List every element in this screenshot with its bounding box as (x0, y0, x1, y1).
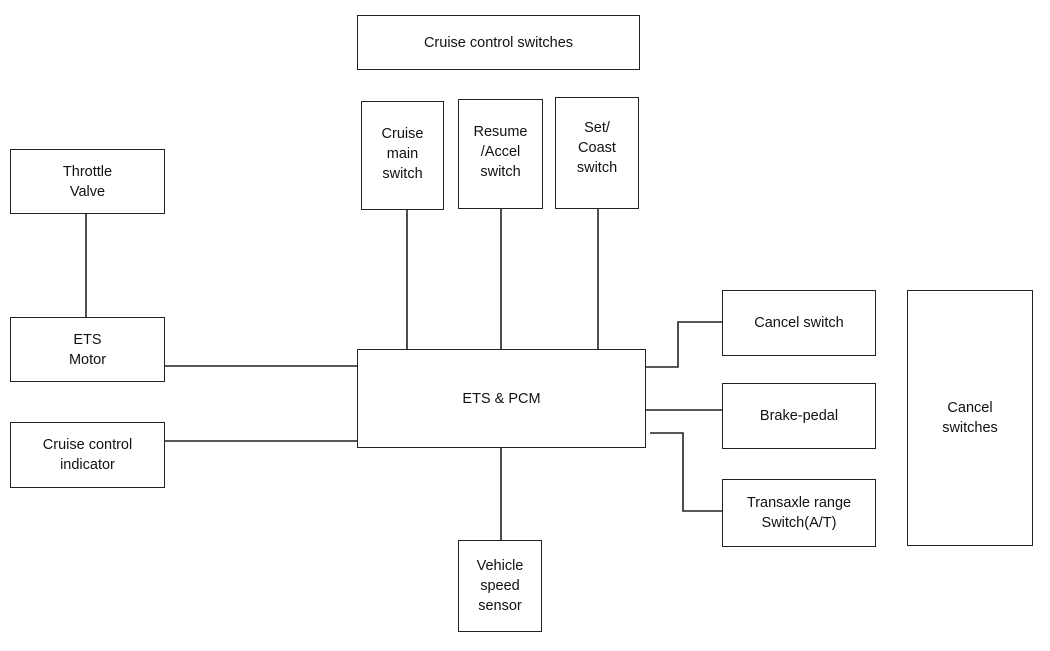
set-coast-switch-box: Set/ Coast switch (555, 97, 639, 209)
brake-pedal-box: Brake-pedal (722, 383, 876, 449)
cruise-control-switches-box: Cruise control switches (357, 15, 640, 70)
cruise-main-switch-box: Cruise main switch (361, 101, 444, 210)
vehicle-speed-sensor-box: Vehicle speed sensor (458, 540, 542, 632)
ets-pcm-box: ETS & PCM (357, 349, 646, 448)
cancel-switches-group-box: Cancel switches (907, 290, 1033, 546)
line-pcm-to-transaxle-switch (650, 432, 723, 512)
transaxle-range-switch-box: Transaxle range Switch(A/T) (722, 479, 876, 547)
line-pcm-to-cancel-switch (645, 321, 723, 368)
cruise-control-indicator-box: Cruise control indicator (10, 422, 165, 488)
resume-accel-switch-box: Resume /Accel switch (458, 99, 543, 209)
ets-motor-box: ETS Motor (10, 317, 165, 382)
cancel-switch-box: Cancel switch (722, 290, 876, 356)
throttle-valve-box: Throttle Valve (10, 149, 165, 214)
